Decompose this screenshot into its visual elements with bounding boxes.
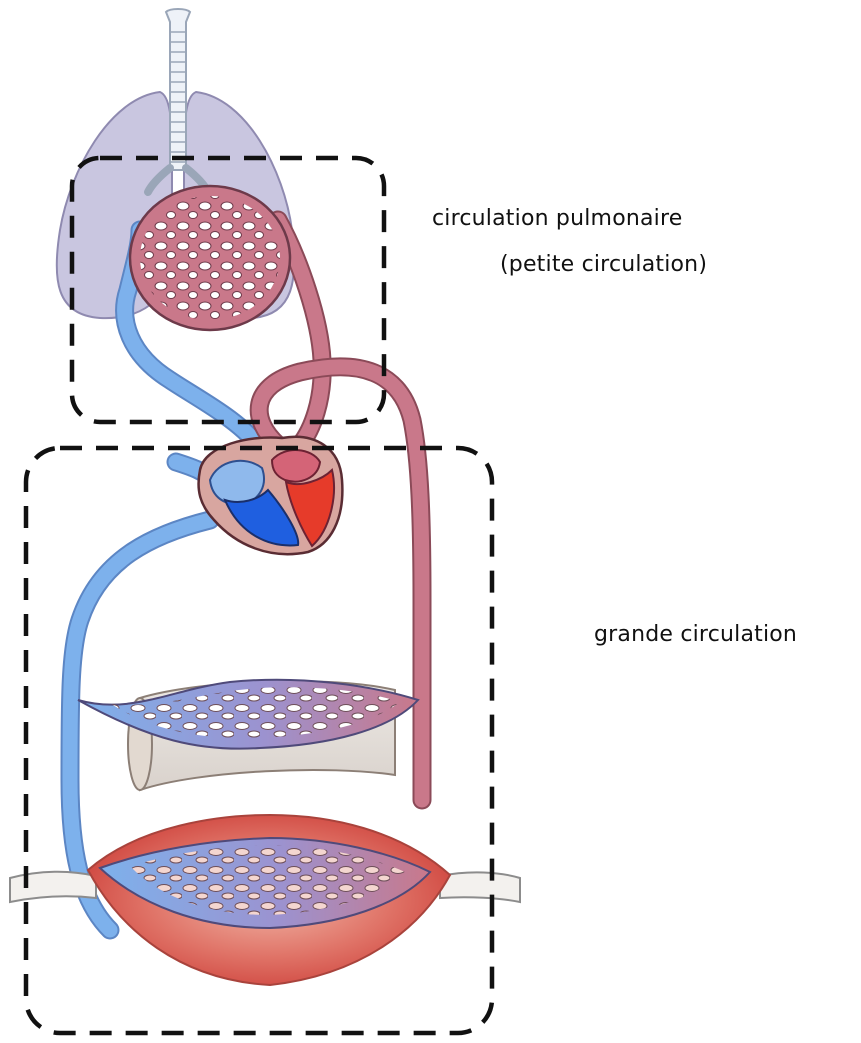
heart-icon bbox=[199, 437, 343, 554]
lung-capillary-bed bbox=[130, 186, 290, 330]
systemic-circulation-label: grande circulation bbox=[594, 622, 797, 647]
small-circulation-label: (petite circulation) bbox=[500, 252, 707, 277]
pulmonary-circulation-label: circulation pulmonaire bbox=[432, 206, 682, 231]
